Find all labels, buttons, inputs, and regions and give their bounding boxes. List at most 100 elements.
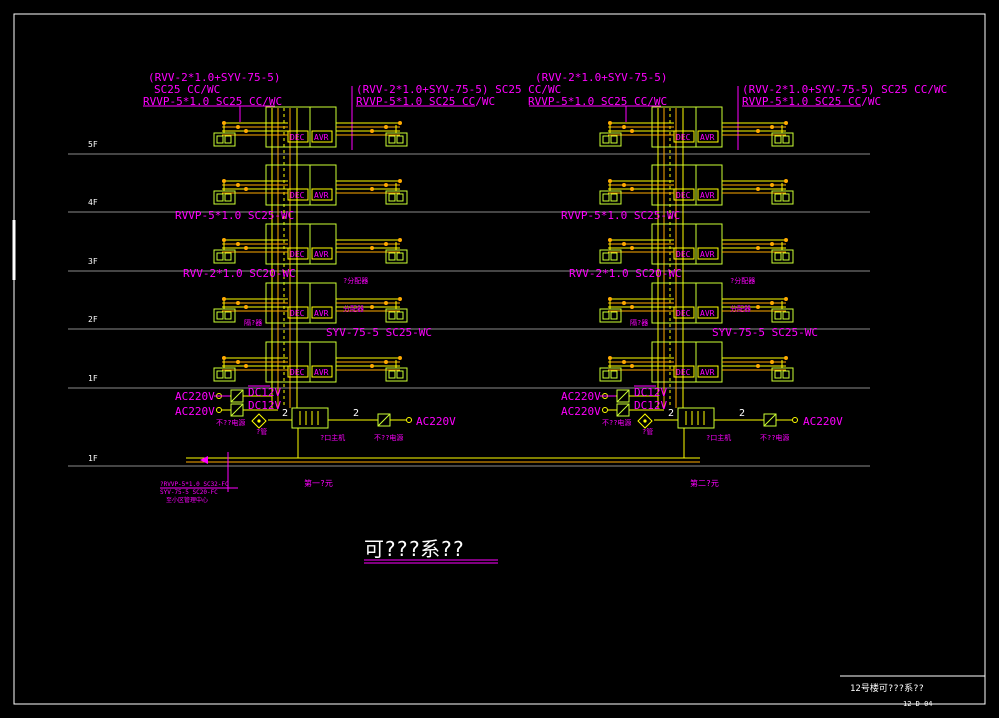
station-handset — [388, 193, 396, 202]
power-supply-c-diag — [763, 413, 777, 427]
junction-dot — [384, 301, 388, 305]
station-handset — [774, 252, 782, 261]
station-handset — [388, 370, 396, 379]
ac220-label-1c: AC220V — [416, 415, 456, 428]
avr-label: AVR — [700, 133, 715, 142]
ac220-label-2b: AC220V — [561, 405, 601, 418]
dc12-label-2b: DC12V — [634, 399, 667, 412]
label-splitter-top-1: ?分配器 — [343, 276, 368, 285]
junction-dot — [784, 238, 788, 242]
junction-dot — [608, 179, 612, 183]
junction-dot — [384, 183, 388, 187]
decoder-box — [287, 365, 309, 378]
station-handset — [388, 135, 396, 144]
decoder-box — [287, 247, 309, 260]
junction-dot — [756, 364, 760, 368]
dc12-label-1a: DC12V — [248, 386, 281, 399]
power-supply-c-diag — [377, 413, 391, 427]
decoder-label: DEC — [676, 368, 691, 377]
nobreak-label-1b: 不??电源 — [374, 433, 403, 442]
station-screen — [610, 193, 618, 202]
riser-label-rvv-1: RVV-2*1.0 SC20-WC — [183, 267, 296, 280]
host-label-2: ?口主机 — [706, 433, 731, 442]
station-handset — [216, 193, 224, 202]
floor-label-3: 3F — [88, 257, 98, 266]
station-screen — [610, 252, 618, 261]
count-label-1a: 2 — [282, 408, 288, 419]
avr-label: AVR — [700, 309, 715, 318]
decoder-label: DEC — [676, 250, 691, 259]
count-label-1b: 2 — [353, 408, 359, 419]
drawing-frame — [13, 13, 986, 705]
decoder-label: DEC — [290, 191, 305, 200]
riser-label-rvvp-1: RVVP-5*1.0 SC25-WC — [175, 209, 294, 222]
cable-label-top-c1: (RVV-2*1.0+SYV-75-5) — [535, 71, 667, 84]
avr-label: AVR — [700, 191, 715, 200]
power-supply-b-diag — [616, 403, 630, 417]
junction-dot — [244, 305, 248, 309]
nobreak-label-2a: 不??电源 — [602, 418, 631, 427]
junction-dot — [370, 364, 374, 368]
riser-label-syv-2: SYV-75-5 SC25-WC — [712, 326, 818, 339]
station-screen — [224, 252, 232, 261]
junction-dot — [756, 305, 760, 309]
floor-label-basement: 1F — [88, 454, 98, 463]
station-handset — [216, 135, 224, 144]
riser-label-rvv-2: RVV-2*1.0 SC20-WC — [569, 267, 682, 280]
ac220-label-2a: AC220V — [561, 390, 601, 403]
station-screen — [610, 370, 618, 379]
junction-dot — [370, 129, 374, 133]
junction-dot — [384, 125, 388, 129]
label-splitter-2: 分配器 — [730, 304, 751, 313]
avr-label: AVR — [314, 133, 329, 142]
station-handset — [216, 370, 224, 379]
cable-label-top-b2: RVVP-5*1.0 SC25 CC/WC — [356, 95, 495, 108]
junction-dot — [770, 301, 774, 305]
pipe-label-2: ?管 — [642, 427, 653, 436]
junction-dot — [630, 364, 634, 368]
avr-label: AVR — [314, 368, 329, 377]
ac-input-b — [602, 407, 608, 413]
junction-dot — [398, 179, 402, 183]
door-station-host — [677, 407, 715, 429]
junction-dot — [222, 356, 226, 360]
avr-box — [697, 188, 719, 201]
entry-label-3: 至小区管理中心 — [166, 496, 208, 504]
titleblock-name: 12号楼可???系?? — [850, 682, 924, 694]
drawing-title: 可???系?? — [364, 537, 464, 561]
ac220-label-1a: AC220V — [175, 390, 215, 403]
ac220-label-1b: AC220V — [175, 405, 215, 418]
junction-dot — [770, 242, 774, 246]
junction-dot — [756, 187, 760, 191]
station-screen — [396, 311, 404, 320]
decoder-label: DEC — [290, 133, 305, 142]
station-handset — [388, 311, 396, 320]
count-label-2b: 2 — [739, 408, 745, 419]
junction-dot — [244, 364, 248, 368]
station-handset — [388, 252, 396, 261]
junction-dot — [770, 125, 774, 129]
junction-dot — [622, 183, 626, 187]
electric-lock — [251, 413, 267, 429]
avr-box — [311, 306, 333, 319]
avr-box — [697, 306, 719, 319]
junction-dot — [236, 301, 240, 305]
nobreak-label-1a: 不??电源 — [216, 418, 245, 427]
dc12-label-1b: DC12V — [248, 399, 281, 412]
junction-dot — [384, 360, 388, 364]
junction-dot — [622, 242, 626, 246]
decoder-box — [673, 188, 695, 201]
junction-dot — [622, 125, 626, 129]
junction-dot — [784, 297, 788, 301]
cable-label-top-a3: RVVP-5*1.0 SC25 CC/WC — [143, 95, 282, 108]
station-handset — [602, 252, 610, 261]
avr-label: AVR — [700, 250, 715, 259]
station-screen — [224, 370, 232, 379]
host-label-1: ?口主机 — [320, 433, 345, 442]
junction-dot — [770, 183, 774, 187]
titleblock-code: 12-D-04 — [903, 700, 933, 708]
floor-label-2: 2F — [88, 315, 98, 324]
decoder-box — [287, 188, 309, 201]
